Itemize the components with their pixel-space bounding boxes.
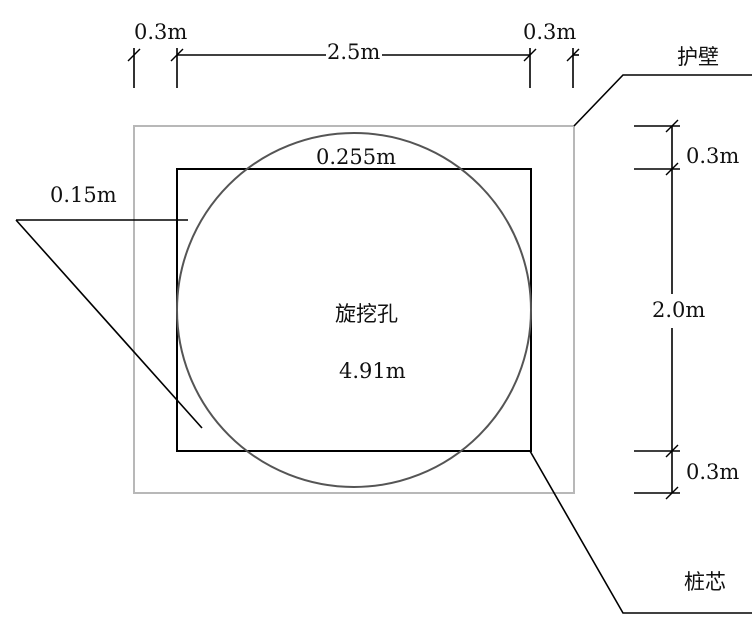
hole-value-label: 4.91m bbox=[339, 359, 406, 383]
retaining-wall-label: 护壁 bbox=[677, 45, 719, 69]
left-gap-label: 0.15m bbox=[50, 183, 117, 207]
inner-top-gap-label: 0.255m bbox=[316, 145, 396, 169]
right-bottom-height-label: 0.3m bbox=[686, 460, 739, 484]
retaining-wall-leader bbox=[573, 74, 752, 127]
pile-core-leader bbox=[529, 450, 752, 614]
outer-retaining-wall-rect bbox=[133, 125, 575, 494]
top-dimension bbox=[127, 48, 580, 88]
right-dimension bbox=[634, 119, 680, 500]
rotary-hole-circle bbox=[176, 132, 532, 488]
top-left-width-label: 0.3m bbox=[134, 20, 187, 44]
top-middle-width-label: 2.5m bbox=[327, 40, 380, 64]
pile-core-label: 桩芯 bbox=[684, 570, 726, 594]
right-top-height-label: 0.3m bbox=[686, 144, 739, 168]
right-middle-height-label: 2.0m bbox=[652, 298, 705, 322]
left-gap-leader bbox=[15, 219, 203, 429]
hole-name-label: 旋挖孔 bbox=[335, 302, 398, 326]
top-right-width-label: 0.3m bbox=[523, 20, 576, 44]
